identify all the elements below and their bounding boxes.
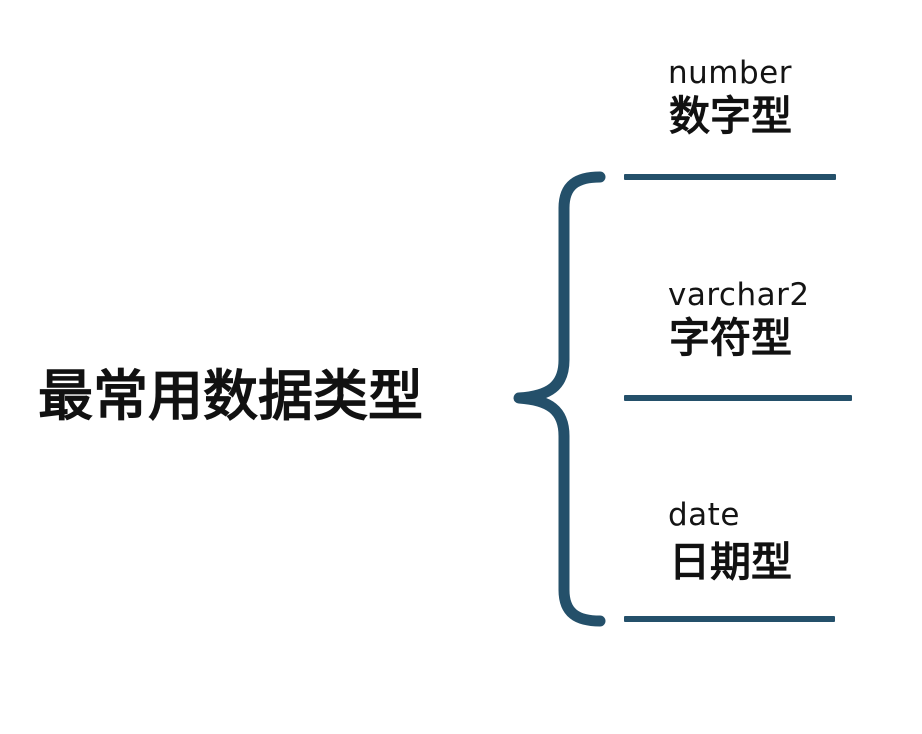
type-entry-date: date 日期型 — [624, 492, 856, 632]
page-title: 最常用数据类型 — [38, 364, 424, 428]
branch-underline-rule — [624, 395, 852, 401]
branch-underline-rule — [624, 616, 835, 622]
type-entry-varchar2: varchar2 字符型 — [624, 272, 872, 412]
type-chinese-label: 字符型 — [669, 314, 792, 362]
type-english-label: date — [668, 497, 740, 533]
type-chinese-label: 日期型 — [669, 538, 792, 586]
type-english-label: varchar2 — [668, 277, 810, 313]
type-chinese-label: 数字型 — [669, 92, 792, 140]
type-entry-number: number 数字型 — [624, 50, 856, 190]
curly-brace-group — [505, 160, 620, 640]
branch-underline-rule — [624, 174, 836, 180]
type-english-label: number — [668, 55, 792, 91]
curly-brace-icon — [513, 171, 606, 627]
